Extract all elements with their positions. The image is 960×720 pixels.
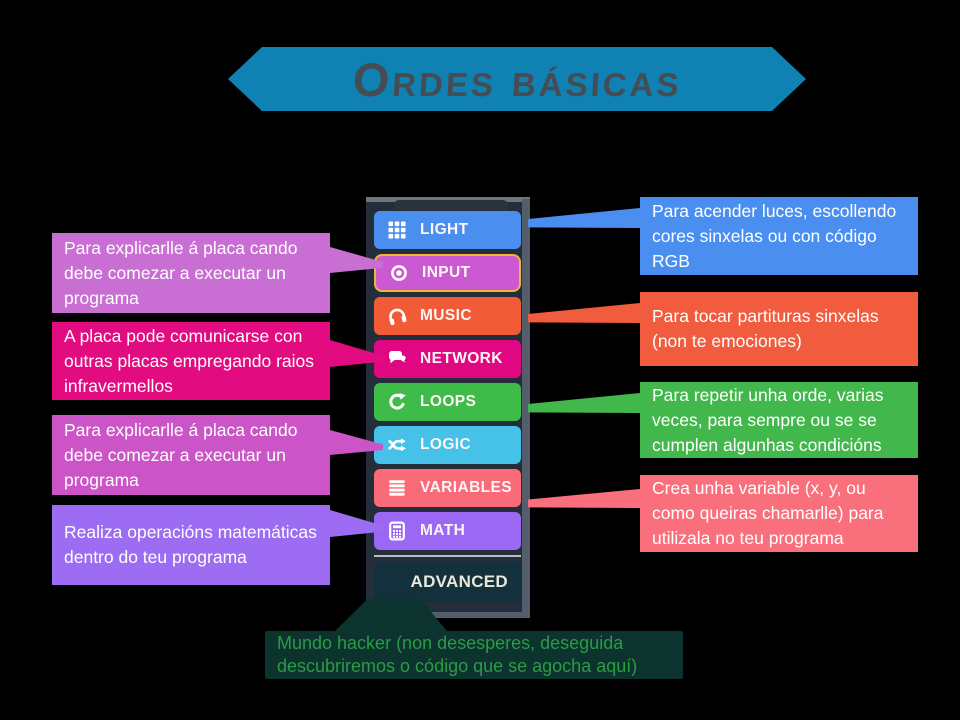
headphones-icon (387, 306, 407, 326)
callout-logic-text: Para explicarlle á placa cando debe come… (64, 419, 298, 490)
calculator-icon (387, 521, 407, 541)
callout-logic: Para explicarlle á placa cando debe come… (52, 415, 330, 495)
menu-item-math[interactable]: MATH (374, 512, 521, 550)
menu-item-label: NETWORK (420, 350, 503, 367)
menu-item-label: LOGIC (420, 436, 472, 453)
callout-light: Para acender luces, escollendo cores sin… (640, 197, 918, 275)
loop-arrow-icon (387, 392, 407, 412)
callout-input-text: Para explicarlle á placa cando debe come… (64, 237, 298, 308)
callout-variables-text: Crea unha variable (x, y, ou como queira… (652, 478, 884, 548)
menu-bottom-edge (366, 612, 530, 618)
menu-item-label: INPUT (422, 264, 471, 281)
menu-item-loops[interactable]: LOOPS (374, 383, 521, 421)
callout-loops-pointer (528, 393, 640, 413)
menu-item-music[interactable]: MUSIC (374, 297, 521, 335)
callout-music-text: Para tocar partituras sinxelas (non te e… (652, 306, 879, 351)
callout-advanced-text: Mundo hacker (non desesperes, deseguida … (277, 633, 638, 676)
menu-item-label: LOOPS (420, 393, 477, 410)
menu-item-network[interactable]: NETWORK (374, 340, 521, 378)
callout-music-pointer (528, 303, 640, 323)
menu-item-label: ADVANCED (410, 572, 508, 591)
menu-scrollbar[interactable] (522, 199, 530, 618)
shuffle-icon (387, 435, 407, 455)
menu-item-label: MUSIC (420, 307, 472, 324)
menu-divider (374, 555, 521, 557)
menu-item-label: MATH (420, 522, 466, 539)
page-title: Ordes básicas (351, 52, 683, 106)
callout-music: Para tocar partituras sinxelas (non te e… (640, 292, 918, 366)
callout-light-text: Para acender luces, escollendo cores sin… (652, 200, 897, 271)
callout-math: Realiza operacións matemáticas dentro do… (52, 505, 330, 585)
menu-partial-item (394, 200, 508, 210)
menu-item-advanced[interactable]: ADVANCED (374, 562, 522, 602)
chat-bubbles-icon (387, 349, 407, 369)
callout-loops-text: Para repetir unha orde, varias veces, pa… (652, 384, 884, 455)
menu-item-logic[interactable]: LOGIC (374, 426, 521, 464)
menu-item-input[interactable]: INPUT (374, 254, 521, 292)
callout-network: A placa pode comunicarse con outras plac… (52, 322, 330, 400)
menu-item-variables[interactable]: VARIABLES (374, 469, 521, 507)
menu-item-light[interactable]: LIGHT (374, 211, 521, 249)
callout-variables-pointer (528, 489, 640, 508)
callout-variables: Crea unha variable (x, y, ou como queira… (640, 475, 918, 552)
callout-advanced: Mundo hacker (non desesperes, deseguida … (265, 631, 683, 679)
callout-input: Para explicarlle á placa cando debe come… (52, 233, 330, 313)
target-icon (389, 263, 409, 283)
list-icon (387, 478, 407, 498)
callout-math-text: Realiza operacións matemáticas dentro do… (64, 522, 317, 567)
callout-loops: Para repetir unha orde, varias veces, pa… (640, 382, 918, 458)
menu-item-label: VARIABLES (420, 479, 513, 496)
menu-top-edge (366, 197, 530, 202)
callout-network-text: A placa pode comunicarse con outras plac… (64, 325, 315, 396)
menu-item-label: LIGHT (420, 221, 469, 238)
callout-light-pointer (528, 208, 640, 228)
title-banner: Ordes básicas (228, 47, 806, 111)
grid-icon (387, 220, 407, 240)
